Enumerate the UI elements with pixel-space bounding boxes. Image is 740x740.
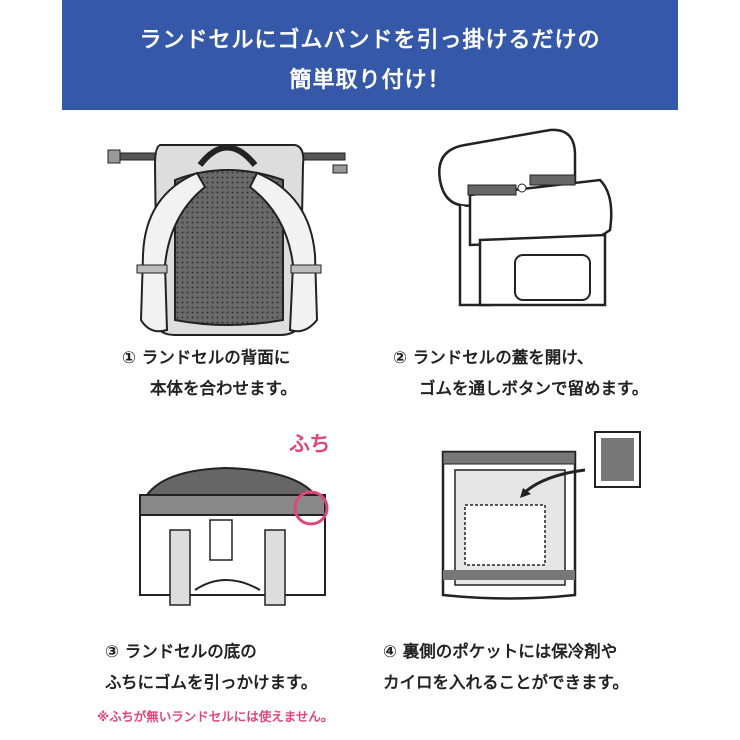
step1-backpack-back-illustration: [107, 144, 348, 336]
banner-title-line2: 簡単取り付け！: [289, 68, 451, 93]
step4-caption-line2: カイロを入れることができます。: [383, 673, 629, 692]
step2-caption-line2: ゴムを通しボタンで留めます。: [419, 379, 649, 398]
step4-pocket-illustration: [441, 431, 641, 600]
step1-caption-line1: ① ランドセルの背面に: [122, 348, 291, 367]
step3-caption: ③ ランドセルの底の ふちにゴムを引っかけます。: [105, 636, 317, 698]
fuchi-label: ふち: [289, 432, 331, 456]
banner-title-line1: ランドセルにゴムバンドを引っ掛けるだけの: [139, 28, 601, 53]
step3-caption-line2: ふちにゴムを引っかけます。: [105, 673, 318, 692]
step2-lid-open-illustration: [438, 128, 613, 307]
warning-note: ※ふちが無いランドセルには使えません。: [97, 709, 334, 724]
step1-caption-line2: 本体を合わせます。: [150, 379, 297, 398]
step4-caption-line1: ④ 裏側のポケットには保冷剤や: [383, 642, 618, 661]
step1-caption: ① ランドセルの背面に 本体を合わせます。: [122, 342, 297, 404]
step2-caption: ② ランドセルの蓋を開け、 ゴムを通しボタンで留めます。: [393, 342, 648, 404]
step4-caption: ④ 裏側のポケットには保冷剤や カイロを入れることができます。: [383, 636, 629, 698]
title-banner: ランドセルにゴムバンドを引っ掛けるだけの 簡単取り付け！: [62, 0, 678, 110]
step2-caption-line1: ② ランドセルの蓋を開け、: [393, 348, 594, 367]
step3-caption-line1: ③ ランドセルの底の: [105, 642, 257, 661]
step3-bottom-edge-illustration: [139, 466, 329, 606]
